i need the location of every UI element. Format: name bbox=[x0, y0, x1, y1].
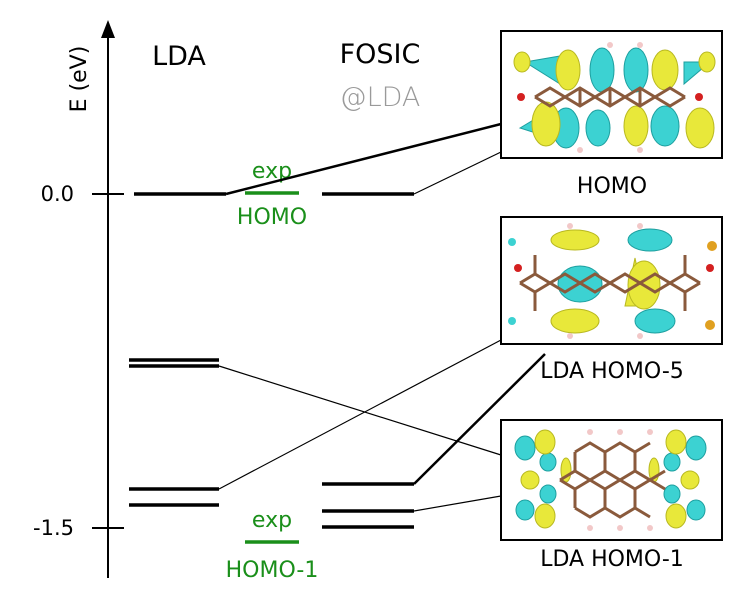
lda-levels bbox=[129, 192, 226, 507]
orbital-panel-lda-homo1 bbox=[500, 419, 723, 541]
connector-lda-homo bbox=[225, 122, 502, 196]
tick-label-1: -1.5 bbox=[33, 516, 74, 540]
connector-fosic-homo1 bbox=[413, 495, 502, 512]
connector-lines bbox=[218, 122, 546, 512]
connector-lda-homo5 bbox=[218, 339, 502, 490]
tick-label-0: 0.0 bbox=[41, 182, 74, 206]
fosic-levels bbox=[322, 192, 414, 529]
molecule-render-homo1 bbox=[514, 429, 707, 531]
fosic-at-lda-label: @LDA bbox=[340, 82, 421, 113]
y-axis-label: E (eV) bbox=[67, 46, 92, 113]
connector-fosic-homo bbox=[413, 151, 502, 195]
molecule-render-homo bbox=[513, 42, 716, 153]
connector-fosic-homo5 bbox=[413, 353, 546, 485]
molecule-render-homo5 bbox=[508, 223, 717, 339]
orbital-panel-homo bbox=[500, 30, 723, 159]
orbital-label-homo: HOMO bbox=[577, 174, 647, 199]
exp-homo-label-bottom: HOMO bbox=[237, 205, 307, 230]
axis-arrow bbox=[101, 20, 115, 38]
lda-column-label: LDA bbox=[152, 41, 206, 72]
exp-homo-label-top: exp bbox=[252, 159, 292, 184]
fosic-column-label: FOSIC bbox=[340, 39, 421, 70]
connector-lda-homo1 bbox=[218, 365, 502, 456]
exp-homo1-label-top: exp bbox=[252, 508, 292, 533]
orbital-label-lda-homo5: LDA HOMO-5 bbox=[540, 359, 684, 384]
orbital-label-lda-homo1: LDA HOMO-1 bbox=[540, 547, 684, 572]
orbital-panel-lda-homo5 bbox=[500, 216, 723, 345]
exp-homo1-label-bottom: HOMO-1 bbox=[226, 558, 319, 583]
